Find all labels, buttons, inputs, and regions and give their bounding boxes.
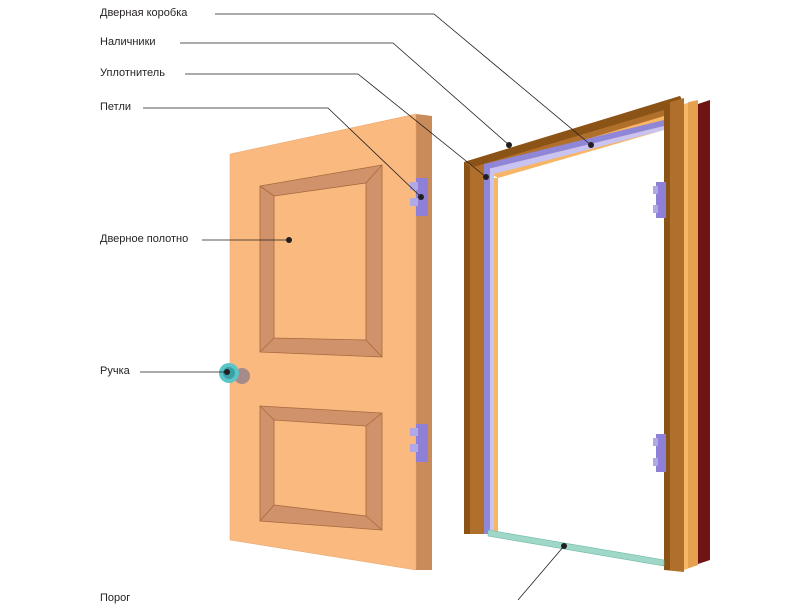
frame-hinge-top (653, 182, 666, 218)
label-threshold: Порог (100, 592, 131, 604)
dot-handle (224, 369, 230, 375)
back-casing (698, 100, 710, 564)
label-casings: Наличники (100, 36, 156, 48)
threshold (487, 529, 665, 567)
label-frame: Дверная коробка (100, 7, 188, 19)
seal-left (484, 164, 490, 534)
door-frame (464, 96, 710, 572)
dot-hinges (418, 194, 424, 200)
door-leaf (219, 113, 432, 571)
dot-frame (588, 142, 594, 148)
label-handle: Ручка (100, 365, 130, 377)
dot-threshold (561, 543, 567, 549)
leader-casings (180, 42, 510, 146)
leader-threshold (517, 545, 565, 600)
dot-casings (506, 142, 512, 148)
door-hinge-bottom (410, 424, 428, 462)
dot-door-leaf (286, 237, 292, 243)
leader-hinges (143, 107, 422, 198)
leader-seal (185, 73, 487, 178)
label-door-leaf: Дверное полотно (100, 233, 189, 245)
leader-frame (215, 13, 592, 146)
leader-lines (140, 13, 592, 600)
door-lower-panel (259, 405, 383, 531)
leader-dots (224, 142, 594, 549)
door-upper-panel (259, 164, 383, 358)
label-hinges: Петли (100, 101, 132, 113)
frame-hinge-bottom (653, 434, 666, 472)
seal-top (484, 120, 664, 170)
label-seal: Уплотнитель (100, 67, 165, 79)
dot-seal (483, 174, 489, 180)
